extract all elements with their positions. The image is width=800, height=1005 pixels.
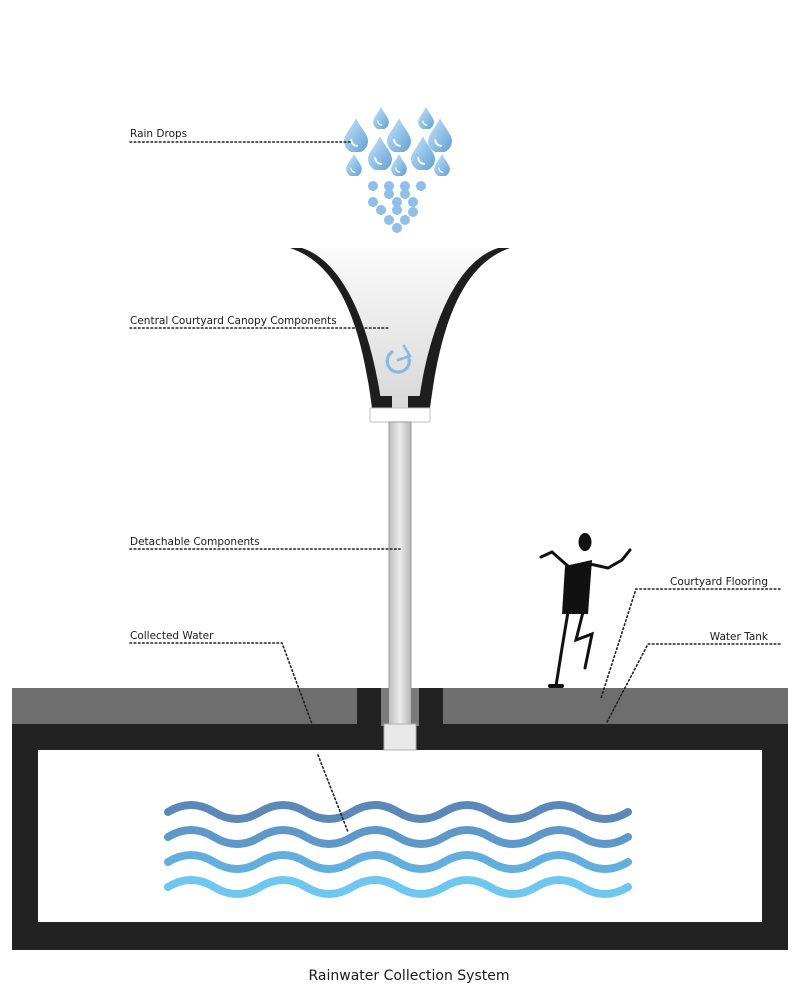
label-courtyard-flooring: Courtyard Flooring [670, 576, 768, 588]
water-tank [12, 724, 788, 950]
diagram-caption: Rainwater Collection System [308, 968, 509, 984]
canopy-funnel [290, 248, 510, 423]
label-collected-water: Collected Water [130, 630, 214, 642]
label-canopy: Central Courtyard Canopy Components [130, 315, 337, 327]
person-silhouette-icon [539, 533, 632, 688]
label-water-tank: Water Tank [710, 631, 769, 643]
rain-dots [368, 181, 426, 233]
rain-drops-icon [344, 107, 452, 176]
leader-lines [129, 141, 781, 833]
collected-water-waves [164, 801, 632, 898]
label-rain-drops: Rain Drops [130, 128, 187, 140]
collector-fitting [357, 688, 443, 751]
recycle-arrow-icon [385, 344, 412, 374]
label-detachable: Detachable Components [130, 536, 260, 548]
detachable-pole [388, 421, 412, 727]
